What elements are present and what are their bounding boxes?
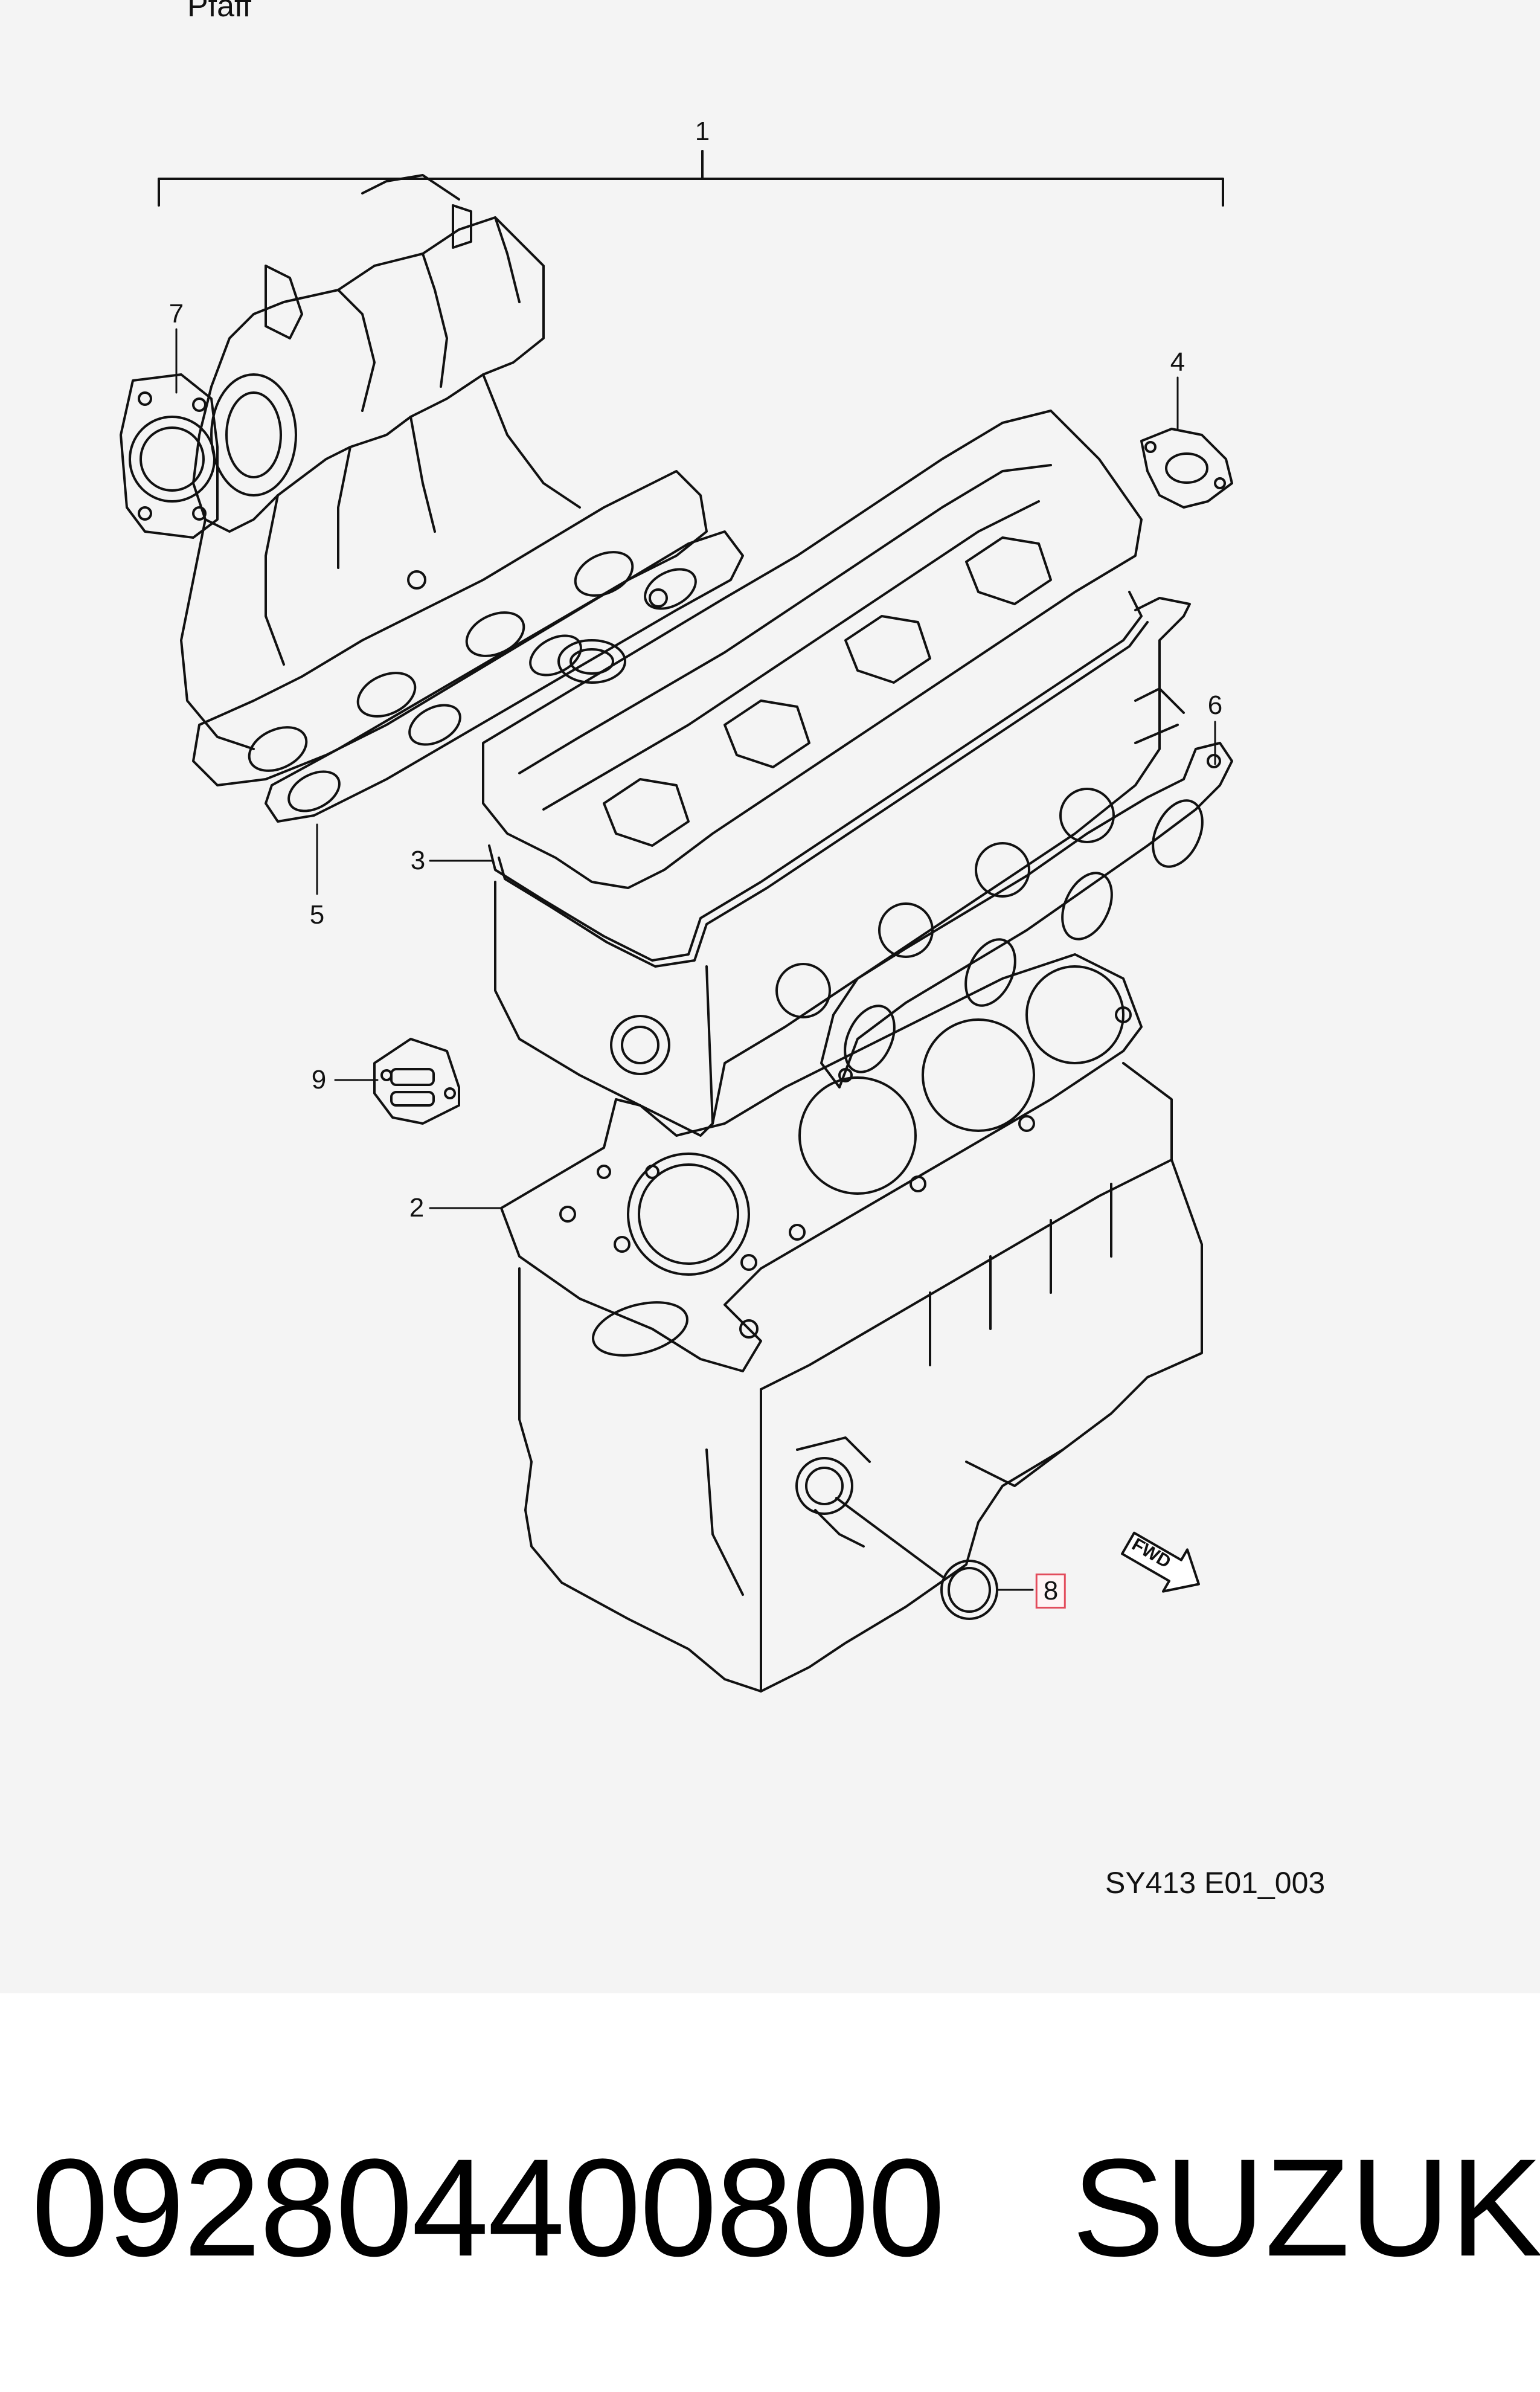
brand-name: SUZUKI: [1072, 2130, 1540, 2285]
callout-5: 5: [309, 900, 325, 930]
callout-7: 7: [168, 299, 184, 329]
callout-4: 4: [1170, 347, 1185, 377]
exploded-engine-diagram: [120, 150, 1233, 1693]
drawing-code: SY413 E01_003: [1105, 1866, 1326, 1900]
leader-lines: [175, 328, 1216, 1591]
fwd-arrow-shape: [1121, 1531, 1200, 1593]
throttle-body-gasket: [120, 373, 219, 539]
kit-bracket: [158, 150, 1224, 207]
header-fragment: Pfaff: [187, 0, 252, 24]
cylinder-head: [494, 597, 1191, 1137]
o-ring-8: [835, 1497, 998, 1620]
exhaust-manifold-gasket: [820, 742, 1233, 1088]
valve-cover: [482, 410, 1143, 889]
cylinder-block: [518, 1062, 1203, 1693]
callout-3: 3: [410, 846, 426, 875]
intake-manifold-gasket: [265, 530, 744, 823]
callout-8-highlighted[interactable]: 8: [1035, 1574, 1067, 1609]
callout-2: 2: [409, 1193, 425, 1223]
callout-6: 6: [1207, 690, 1223, 720]
intake-manifold: [180, 174, 708, 786]
small-gasket-4: [1140, 428, 1233, 509]
diagram-panel: Pfaff 1 2 3 4 5 6 7 8 9 FWD SY413 E01_00…: [0, 0, 1540, 1993]
part-number: 092804400800: [31, 2130, 945, 2285]
callout-9: 9: [311, 1065, 327, 1095]
footer: [0, 1993, 1540, 2392]
small-gasket-9: [373, 1038, 460, 1125]
callout-1: 1: [695, 117, 710, 146]
head-cover-gasket: [488, 591, 1149, 968]
cylinder-head-gasket: [500, 953, 1143, 1372]
